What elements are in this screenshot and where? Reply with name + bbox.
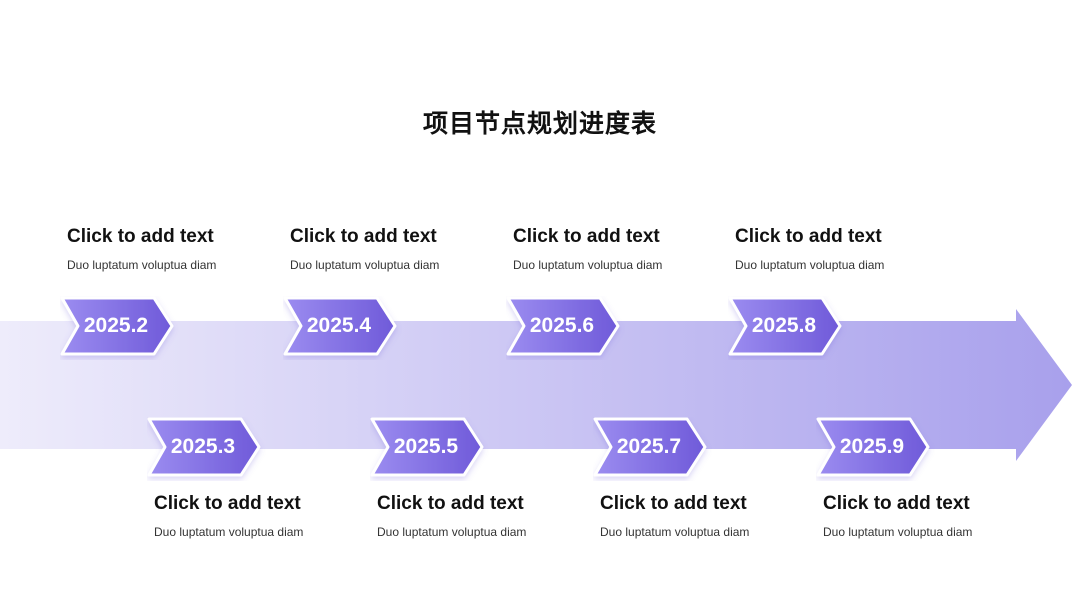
milestone-title[interactable]: Click to add text	[600, 493, 747, 514]
milestone-title[interactable]: Click to add text	[823, 493, 970, 514]
milestone-title[interactable]: Click to add text	[377, 493, 524, 514]
milestone-description[interactable]: Duo luptatum voluptua diam	[377, 525, 527, 539]
milestone-date: 2025.5	[393, 435, 459, 458]
milestone-date: 2025.9	[839, 435, 905, 458]
date-chevron: 2025.9	[816, 417, 932, 477]
date-chevron: 2025.4	[283, 296, 399, 356]
milestone-description[interactable]: Duo luptatum voluptua diam	[67, 258, 217, 272]
milestone-date: 2025.6	[529, 314, 595, 337]
milestone-description[interactable]: Duo luptatum voluptua diam	[735, 258, 885, 272]
milestone-date: 2025.2	[83, 314, 149, 337]
milestone-date: 2025.7	[616, 435, 682, 458]
milestone-title[interactable]: Click to add text	[290, 226, 437, 247]
milestone-title[interactable]: Click to add text	[67, 226, 214, 247]
milestone-description[interactable]: Duo luptatum voluptua diam	[154, 525, 304, 539]
date-chevron: 2025.8	[728, 296, 844, 356]
date-chevron: 2025.3	[147, 417, 263, 477]
page-title: 项目节点规划进度表	[422, 109, 657, 138]
chevron-shape	[60, 296, 174, 356]
milestone-description[interactable]: Duo luptatum voluptua diam	[290, 258, 440, 272]
milestone-date: 2025.4	[306, 314, 372, 337]
chevron-shape	[283, 296, 397, 356]
chevron-shape	[370, 417, 484, 477]
milestone-title[interactable]: Click to add text	[735, 226, 882, 247]
milestone-date: 2025.3	[170, 435, 236, 458]
chevron-shape	[816, 417, 930, 477]
chevron-shape	[728, 296, 842, 356]
milestone-title[interactable]: Click to add text	[154, 493, 301, 514]
milestone-description[interactable]: Duo luptatum voluptua diam	[600, 525, 750, 539]
date-chevron: 2025.6	[506, 296, 622, 356]
milestone-title[interactable]: Click to add text	[513, 226, 660, 247]
chevron-shape	[506, 296, 620, 356]
date-chevron: 2025.7	[593, 417, 709, 477]
milestone-date: 2025.8	[751, 314, 817, 337]
chevron-shape	[593, 417, 707, 477]
chevron-shape	[147, 417, 261, 477]
date-chevron: 2025.2	[60, 296, 176, 356]
milestone-description[interactable]: Duo luptatum voluptua diam	[823, 525, 973, 539]
date-chevron: 2025.5	[370, 417, 486, 477]
milestone-description[interactable]: Duo luptatum voluptua diam	[513, 258, 663, 272]
